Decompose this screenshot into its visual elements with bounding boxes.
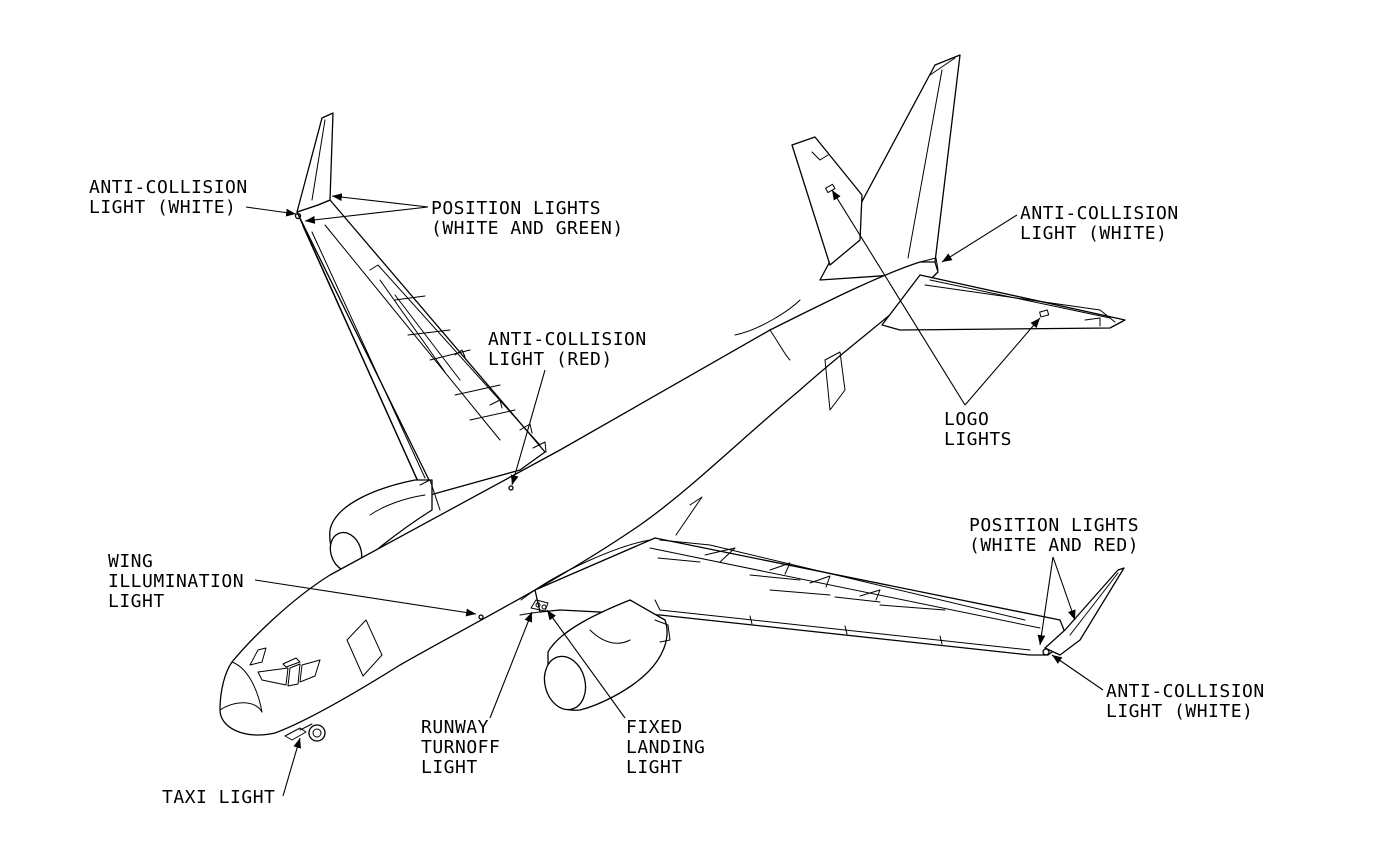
right-stabilizer <box>881 274 1126 331</box>
right-wing <box>530 537 1125 656</box>
leader-ac-white-tail <box>941 214 1018 263</box>
label-ac-white-right: ANTI-COLLISION LIGHT (WHITE) <box>1106 681 1276 722</box>
leader-lines <box>245 189 1104 797</box>
leader-wing-illum <box>254 579 477 617</box>
fuselage <box>219 257 939 736</box>
leader-runway <box>489 611 533 719</box>
left-stabilizer <box>791 136 863 266</box>
label-taxi-light: TAXI LIGHT <box>162 787 275 808</box>
label-runway-turnoff: RUNWAY TURNOFF LIGHT <box>421 717 512 778</box>
leader-position-right-1 <box>1037 556 1054 646</box>
label-ac-white-tail: ANTI-COLLISION LIGHT (WHITE) <box>1020 203 1190 244</box>
label-position-right: POSITION LIGHTS (WHITE AND RED) <box>969 515 1150 556</box>
leader-landing <box>546 609 626 719</box>
callout-labels: ANTI-COLLISION LIGHT (WHITE) POSITION LI… <box>89 177 1276 808</box>
nose-gear <box>284 723 326 742</box>
label-fixed-landing: FIXED LANDING LIGHT <box>626 717 717 778</box>
label-logo-lights: LOGO LIGHTS <box>944 409 1012 450</box>
right-engine <box>543 599 671 711</box>
left-wing <box>294 112 547 496</box>
leader-ac-white-right <box>1051 654 1104 691</box>
leader-ac-white-left <box>245 206 297 217</box>
leader-position-left-2 <box>304 206 429 224</box>
leader-position-left-1 <box>331 193 429 208</box>
leader-logo-1 <box>831 189 966 406</box>
leader-ac-red <box>510 369 546 486</box>
aircraft-drawing <box>219 54 1126 742</box>
leader-logo-2 <box>964 317 1041 406</box>
label-ac-white-left: ANTI-COLLISION LIGHT (WHITE) <box>89 177 259 218</box>
label-position-left: POSITION LIGHTS (WHITE AND GREEN) <box>431 198 624 239</box>
label-wing-illumination: WING ILLUMINATION LIGHT <box>108 551 255 612</box>
leader-position-right-2 <box>1052 556 1076 621</box>
label-ac-red: ANTI-COLLISION LIGHT (RED) <box>488 329 658 370</box>
leader-taxi <box>282 737 302 797</box>
